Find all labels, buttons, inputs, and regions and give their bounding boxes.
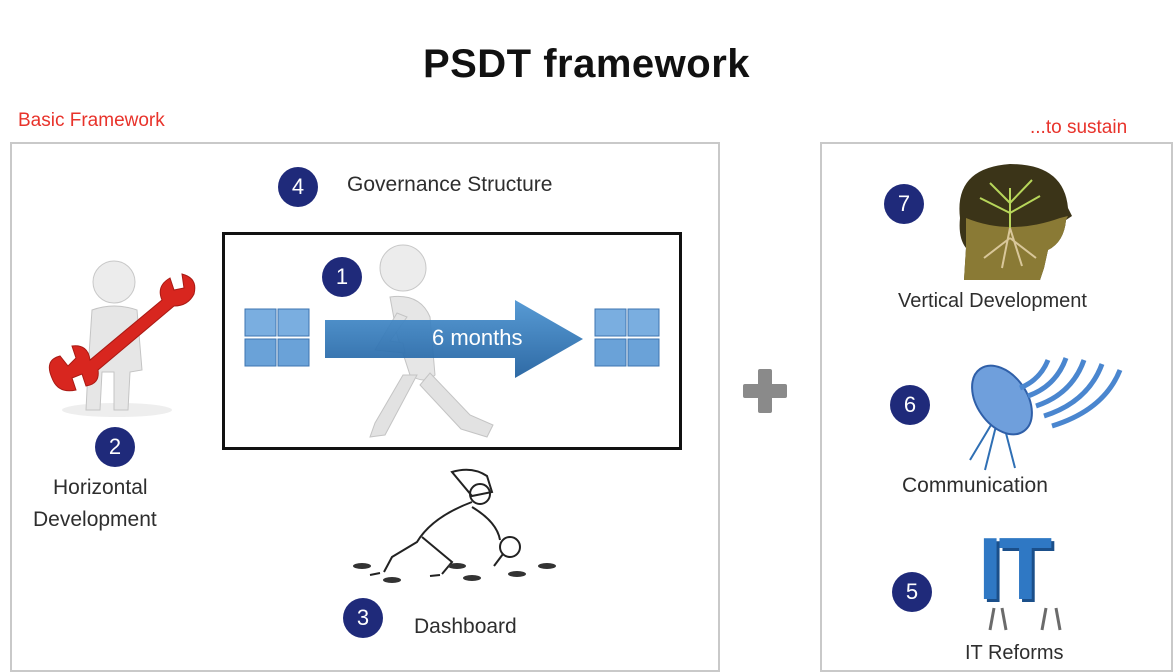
basic-framework-caption: Basic Framework — [18, 110, 165, 131]
step-6-badge: 6 — [890, 385, 930, 425]
detective-icon — [353, 468, 556, 583]
step-4-badge: 4 — [278, 167, 318, 207]
running-person-icon — [369, 244, 494, 438]
governance-structure-label: Governance Structure — [347, 173, 553, 196]
step-7-badge: 7 — [884, 184, 924, 224]
horizontal-label-line2: Development — [33, 508, 157, 531]
duration-label: 6 months — [432, 325, 523, 350]
it-letters-icon: IT — [978, 519, 1088, 631]
vertical-development-label: Vertical Development — [898, 290, 1087, 312]
horizontal-label-line1: Horizontal — [53, 476, 148, 499]
page-title: PSDT framework — [422, 42, 751, 86]
step-1-badge: 1 — [322, 257, 362, 297]
wrench-person-icon — [48, 260, 196, 417]
communication-label: Communication — [902, 474, 1048, 497]
plus-icon — [743, 369, 787, 413]
it-logo-text: IT — [978, 519, 1052, 618]
step-3-badge: 3 — [343, 598, 383, 638]
start-block-icon — [244, 308, 310, 367]
satellite-dish-icon — [969, 357, 1123, 471]
dashboard-label: Dashboard — [414, 615, 517, 638]
end-block-icon — [594, 308, 660, 367]
brain-tree-head-icon — [959, 164, 1072, 280]
step-5-badge: 5 — [892, 572, 932, 612]
progress-arrow — [325, 300, 583, 378]
step-2-badge: 2 — [95, 427, 135, 467]
to-sustain-caption: ...to sustain — [1030, 117, 1128, 138]
it-reforms-label: IT Reforms — [965, 642, 1064, 664]
